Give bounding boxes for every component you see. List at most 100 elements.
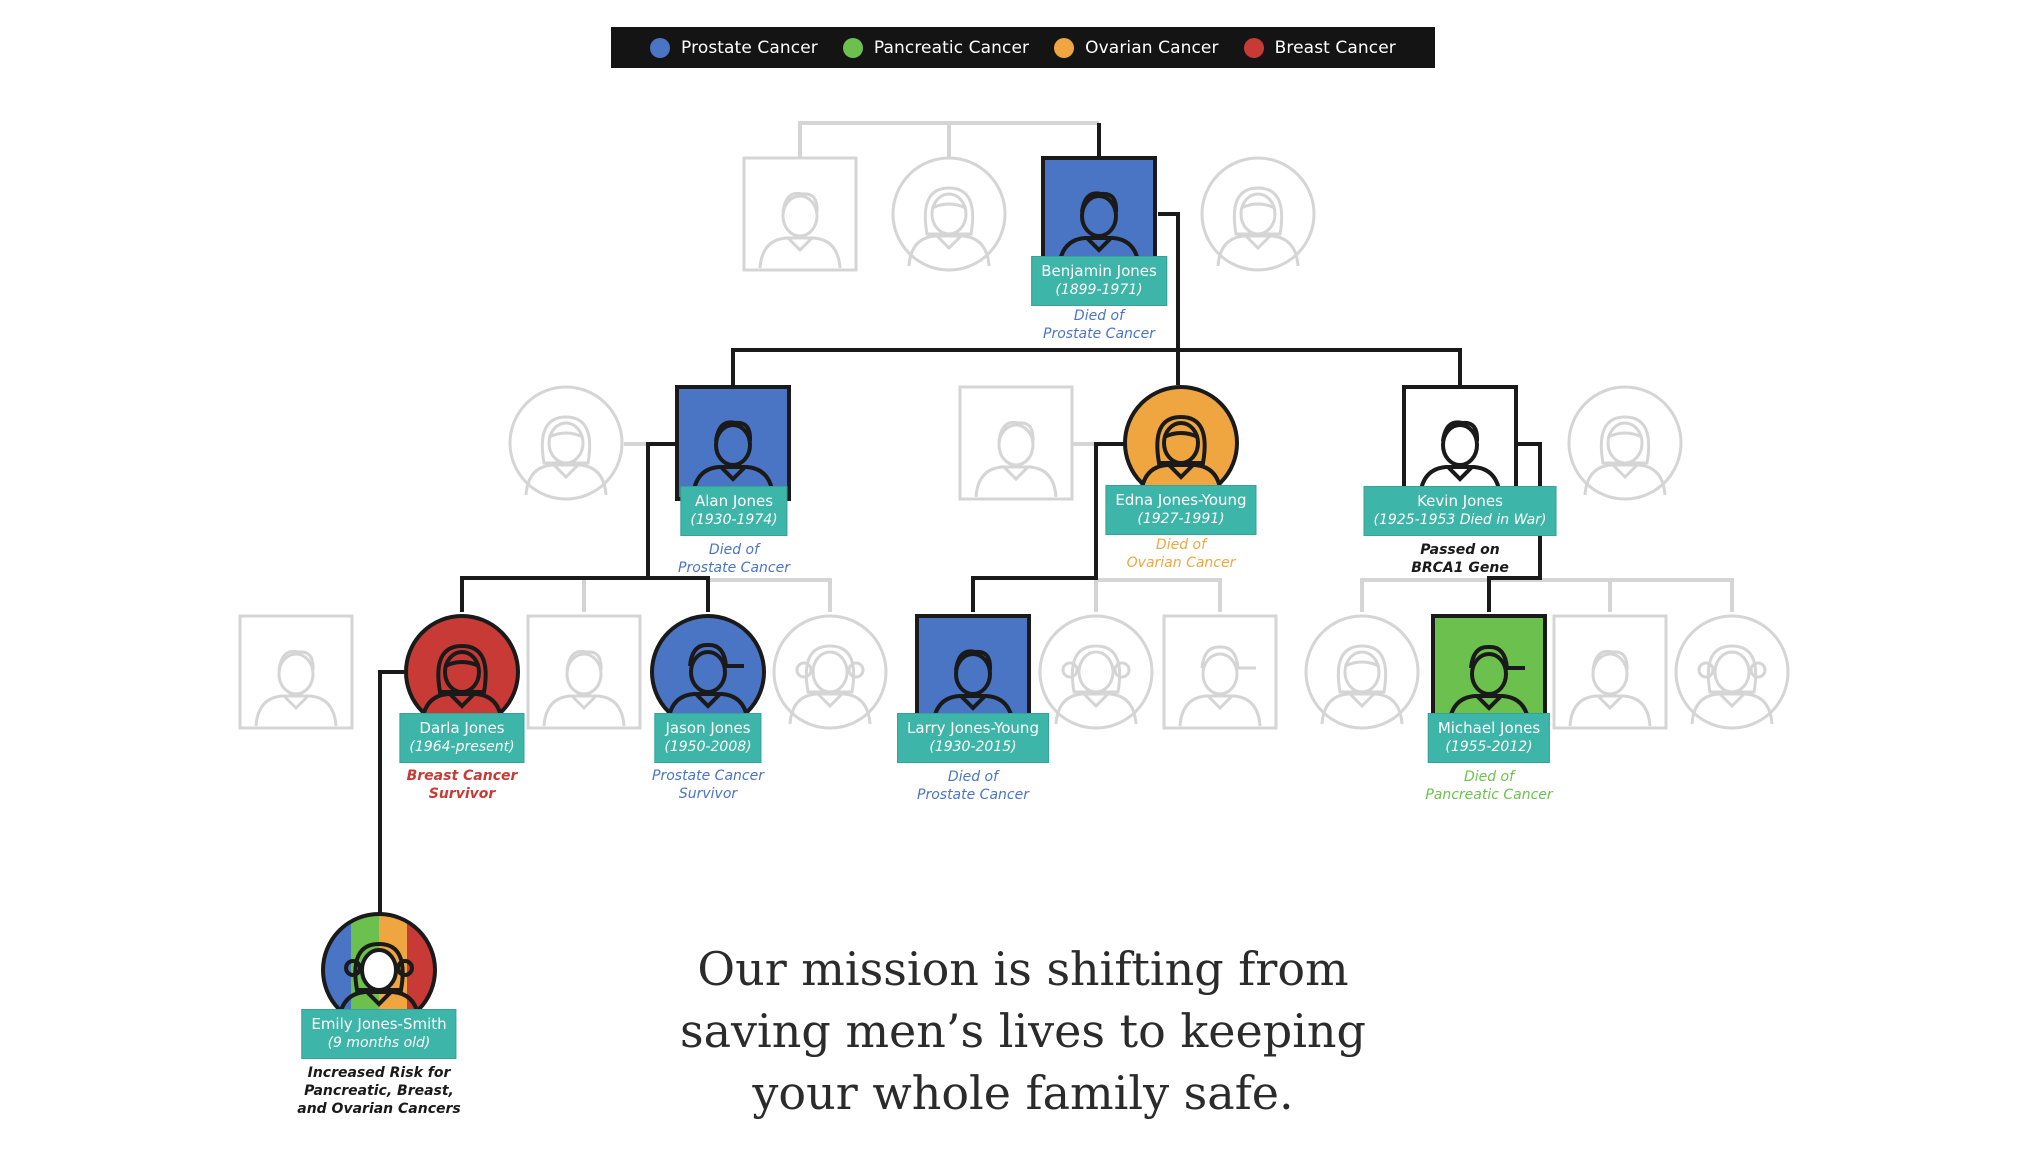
larry-note-line2: Prostate Cancer [917,787,1029,803]
darla-years: (1964-present) [409,739,515,755]
grandparent-4-silhouette-icon [1216,186,1300,267]
legend-dot-breast [1243,37,1264,58]
alan-name: Alan Jones [694,492,774,510]
gen3-relative-6-silhouette-icon [1568,649,1652,727]
jason-note: Prostate Cancer Survivor [652,767,764,803]
larry-silhouette-icon [931,649,1015,727]
jason-note-line2: Survivor [678,786,738,802]
legend-label-prostate: Prostate Cancer [681,37,818,58]
larry-name-box: Larry Jones-Young (1930-2015) [897,713,1049,763]
gen3-relative-1-silhouette-icon [542,649,626,727]
michael-years: (1955-2012) [1445,739,1533,755]
gen3-relative-3-silhouette-icon [1054,644,1138,725]
emily-name: Emily Jones-Smith [311,1015,447,1033]
emily-note-line1: Increased Risk for [307,1065,451,1081]
emily-silhouette-icon [337,941,421,1023]
benjamin-name: Benjamin Jones [1041,262,1157,280]
darla-note-line2: Survivor [428,786,496,802]
alan-note-line2: Prostate Cancer [678,560,790,576]
jason-note-line1: Prostate Cancer [652,768,764,784]
mission-statement: Our mission is shifting from saving men’… [643,938,1403,1124]
line-to-jason [648,576,710,612]
benjamin-note-line1: Died of [1073,308,1125,324]
legend-dot-pancreatic [842,37,863,58]
michael-note-line1: Died of [1463,769,1515,785]
legend-dot-ovarian [1054,37,1075,58]
legend-label-pancreatic: Pancreatic Cancer [873,37,1030,58]
legend: Prostate Cancer Pancreatic Cancer Ovaria… [611,27,1435,68]
darla-note-line1: Breast Cancer [406,768,518,784]
mission-line-2: saving men’s lives to keeping [680,1004,1366,1058]
kevin-name: Kevin Jones [1417,492,1503,510]
edna-note: Died of Ovarian Cancer [1127,536,1236,572]
legend-item-ovarian: Ovarian Cancer [1054,37,1219,58]
michael-note: Died of Pancreatic Cancer [1425,768,1552,804]
gen3-relative-4-silhouette-icon [1178,645,1262,727]
edna-spouse-silhouette-icon [974,420,1058,498]
mission-line-1: Our mission is shifting from [697,942,1349,996]
grey-line-gen3-d [1096,578,1222,612]
gen3-relative-7-silhouette-icon [1690,644,1774,725]
benjamin-years: (1899-1971) [1055,282,1143,298]
grandparent-1-silhouette-icon [758,191,842,269]
darla-silhouette-icon [420,643,504,725]
legend-item-pancreatic: Pancreatic Cancer [842,37,1030,58]
larry-note-line1: Died of [947,769,999,785]
alan-years: (1930-1974) [690,512,778,528]
grey-line-gen3-c [708,578,832,612]
edna-years: (1927-1991) [1137,511,1225,527]
kevin-years: (1925-1953 Died in War) [1373,512,1547,528]
edna-name: Edna Jones-Young [1115,491,1247,509]
kevin-name-box: Kevin Jones (1925-1953 Died in War) [1363,486,1557,536]
larry-name: Larry Jones-Young [907,719,1039,737]
alan-note: Died of Prostate Cancer [678,541,790,577]
grey-line-top [798,121,1099,157]
edna-note-line1: Died of [1155,537,1207,553]
legend-item-prostate: Prostate Cancer [650,37,818,58]
grey-line-gen3-f [1360,578,1734,612]
edna-note-line2: Ovarian Cancer [1126,555,1236,571]
kevin-note-line2: BRCA1 Gene [1411,560,1509,576]
emily-name-box: Emily Jones-Smith (9 months old) [301,1009,457,1059]
benjamin-note: Died of Prostate Cancer [1043,307,1155,343]
legend-label-ovarian: Ovarian Cancer [1085,37,1219,58]
michael-name: Michael Jones [1437,719,1541,737]
legend-dot-prostate [650,37,671,58]
edna-name-box: Edna Jones-Young (1927-1991) [1105,485,1257,535]
jason-name: Jason Jones [665,719,751,737]
line-darla-to-emily [378,670,406,916]
michael-note-line2: Pancreatic Cancer [1425,787,1553,803]
kevin-note-line1: Passed on [1420,542,1500,558]
emily-note-line3: and Ovarian Cancers [297,1101,461,1117]
legend-item-breast: Breast Cancer [1243,37,1396,58]
line-gen2-bar [731,348,1462,385]
alan-name-box: Alan Jones (1930-1974) [680,486,788,536]
gen3-relative-2-silhouette-icon [788,644,872,725]
darla-spouse-silhouette-icon [254,649,338,727]
alan-spouse-silhouette-icon [524,415,608,496]
darla-name-box: Darla Jones (1964-present) [399,713,525,763]
alan-note-line1: Died of [708,542,760,558]
jason-name-box: Jason Jones (1950-2008) [654,713,762,763]
grandparent-2-silhouette-icon [907,186,991,267]
line-kevin-to-michael [1487,442,1542,612]
kevin-spouse-silhouette-icon [1583,415,1667,496]
michael-name-box: Michael Jones (1955-2012) [1427,713,1551,763]
line-edna-to-larry [971,442,1124,612]
jason-years: (1950-2008) [664,739,752,755]
emily-years: (9 months old) [327,1035,431,1051]
darla-name: Darla Jones [419,719,505,737]
benjamin-note-line2: Prostate Cancer [1043,326,1155,342]
gen3-relative-5-silhouette-icon [1320,644,1404,725]
emily-note: Increased Risk for Pancreatic, Breast, a… [297,1064,461,1118]
benjamin-name-box: Benjamin Jones (1899-1971) [1031,256,1167,306]
larry-years: (1930-2015) [929,739,1017,755]
emily-note-line2: Pancreatic, Breast, [304,1083,454,1099]
line-benjamin-spouse [1158,212,1180,350]
legend-label-breast: Breast Cancer [1274,37,1396,58]
kevin-note: Passed on BRCA1 Gene [1411,541,1509,577]
larry-note: Died of Prostate Cancer [917,768,1029,804]
mission-line-3: your whole family safe. [752,1066,1294,1120]
